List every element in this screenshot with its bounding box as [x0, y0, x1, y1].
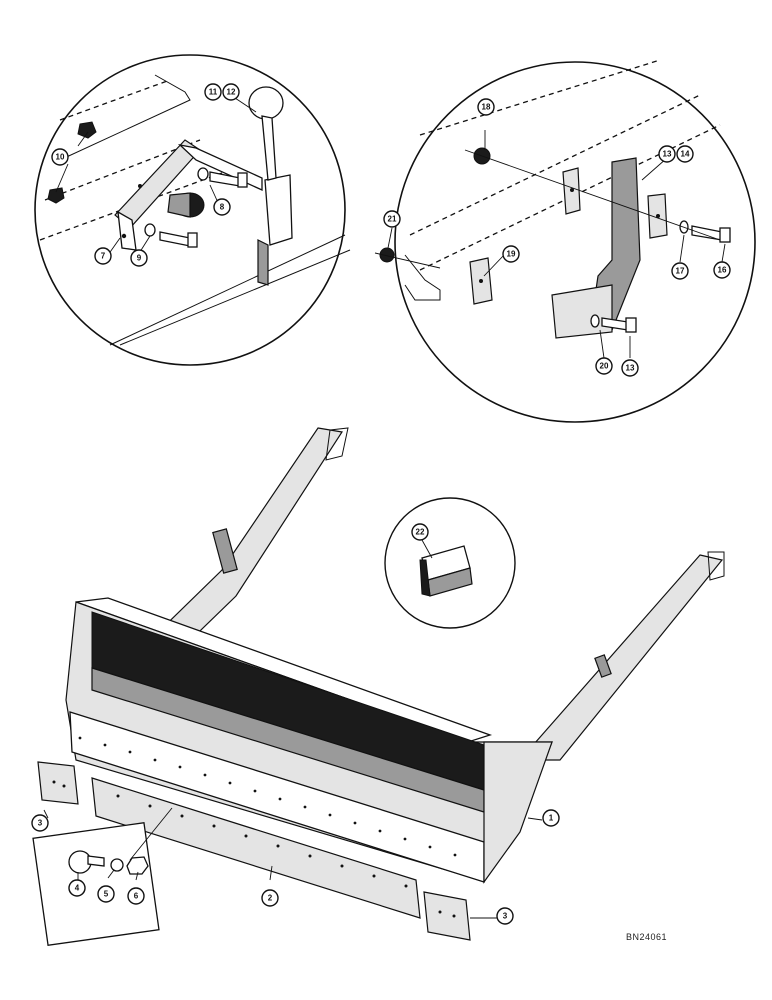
- svg-text:11: 11: [209, 88, 218, 97]
- callout-19: 19: [502, 245, 520, 263]
- callout-20: 20: [595, 357, 613, 375]
- detail-view-arm-bracket: [374, 59, 756, 423]
- svg-text:2: 2: [268, 894, 273, 903]
- svg-text:7: 7: [101, 252, 106, 261]
- callout-11: 11: [204, 83, 222, 101]
- svg-text:22: 22: [416, 528, 425, 537]
- callout-7: 7: [94, 247, 112, 265]
- drawing-code: BN24061: [626, 932, 668, 942]
- cutting-edge: [91, 777, 421, 919]
- callout-3-left: 3: [31, 814, 49, 832]
- svg-text:5: 5: [104, 890, 109, 899]
- callout-10: 10: [51, 148, 69, 166]
- svg-text:3: 3: [38, 819, 43, 828]
- svg-text:14: 14: [681, 150, 690, 159]
- callout-12: 12: [222, 83, 240, 101]
- detail-view-pin-mount: [34, 54, 351, 366]
- svg-text:4: 4: [75, 884, 80, 893]
- callout-18: 18: [477, 98, 495, 116]
- svg-text:16: 16: [718, 266, 727, 275]
- svg-text:6: 6: [134, 892, 139, 901]
- svg-text:19: 19: [507, 250, 516, 259]
- svg-text:9: 9: [137, 254, 142, 263]
- detail-view-block: [384, 497, 516, 629]
- svg-text:21: 21: [388, 215, 397, 224]
- callout-9: 9: [130, 249, 148, 267]
- callout-21: 21: [383, 210, 401, 228]
- callout-17: 17: [671, 262, 689, 280]
- end-bit-right: [423, 891, 471, 941]
- svg-text:1: 1: [549, 814, 554, 823]
- callout-5: 5: [97, 885, 115, 903]
- callout-1: 1: [542, 809, 560, 827]
- callout-14: 14: [676, 145, 694, 163]
- callout-13-bottom: 13: [621, 359, 639, 377]
- callout-8: 8: [213, 198, 231, 216]
- svg-text:13: 13: [663, 150, 672, 159]
- svg-text:17: 17: [676, 267, 685, 276]
- svg-text:13: 13: [626, 364, 635, 373]
- svg-text:20: 20: [600, 362, 609, 371]
- svg-text:12: 12: [227, 88, 236, 97]
- svg-text:18: 18: [482, 103, 491, 112]
- hardware-inset: [32, 821, 160, 947]
- callout-13-top: 13: [658, 145, 676, 163]
- callout-2: 2: [261, 889, 279, 907]
- svg-text:8: 8: [220, 203, 225, 212]
- callout-22: 22: [411, 523, 429, 541]
- svg-text:10: 10: [56, 153, 65, 162]
- callout-16: 16: [713, 261, 731, 279]
- callout-4: 4: [68, 879, 86, 897]
- callout-6: 6: [127, 887, 145, 905]
- svg-text:3: 3: [503, 912, 508, 921]
- blade-assembly: [32, 427, 725, 947]
- blade-bolt-holes: [78, 736, 457, 857]
- callout-3-right: 3: [496, 907, 514, 925]
- end-bit-left: [37, 761, 79, 805]
